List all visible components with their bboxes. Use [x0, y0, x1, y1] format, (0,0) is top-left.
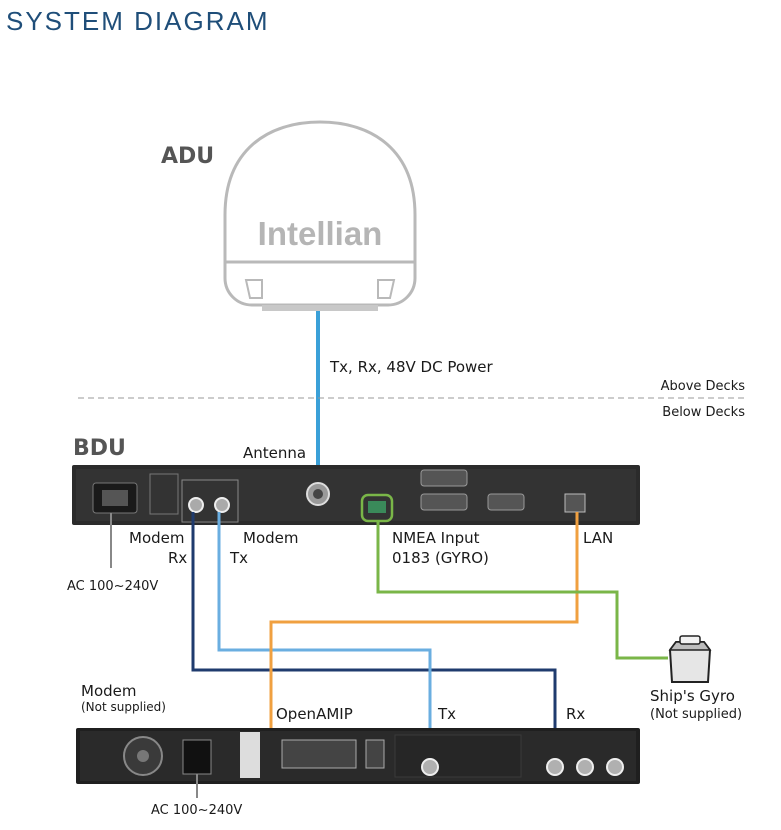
modem-tx-port — [214, 497, 230, 513]
modem-rx-port-label: Rx — [566, 705, 585, 723]
modem-rx-port — [188, 497, 204, 513]
antenna-port-label: Antenna — [243, 444, 306, 462]
gyro-sub-label: (Not supplied) — [650, 707, 742, 722]
modem-unit — [76, 728, 640, 784]
rx-cable — [191, 512, 557, 762]
bdu-label: BDU — [73, 436, 126, 461]
gyro-device — [668, 635, 712, 683]
modem-tx-label-1: Modem — [243, 529, 298, 547]
modem-power-label: AC 100~240V — [151, 803, 242, 818]
bdu-unit — [72, 465, 640, 525]
above-decks-label: Above Decks — [661, 379, 746, 394]
modem-sub-label: (Not supplied) — [81, 700, 166, 714]
gyro-cable — [376, 521, 668, 660]
adu-brand-logo: Intellian — [258, 215, 383, 252]
modem-rx-label-1: Modem — [129, 529, 184, 547]
tx-cable — [217, 512, 432, 762]
modem-rx-label-2: Rx — [168, 549, 187, 567]
adu-label: ADU — [161, 144, 214, 169]
lan-label: LAN — [583, 529, 613, 547]
bdu-power-label: AC 100~240V — [67, 579, 158, 594]
below-decks-label: Below Decks — [662, 405, 745, 420]
gyro-label: Ship's Gyro — [650, 687, 735, 705]
modem-label: Modem — [81, 682, 136, 700]
lan-port — [564, 493, 586, 513]
nmea-label-1: NMEA Input — [392, 529, 480, 547]
modem-tx-label-2: Tx — [229, 549, 248, 567]
adu-dome — [223, 120, 417, 311]
page-title: SYSTEM DIAGRAM — [6, 6, 270, 36]
nmea-label-2: 0183 (GYRO) — [392, 549, 489, 567]
modem-tx-port-label: Tx — [437, 705, 456, 723]
antenna-cable-label: Tx, Rx, 48V DC Power — [329, 358, 494, 376]
openamip-label: OpenAMIP — [276, 705, 353, 723]
